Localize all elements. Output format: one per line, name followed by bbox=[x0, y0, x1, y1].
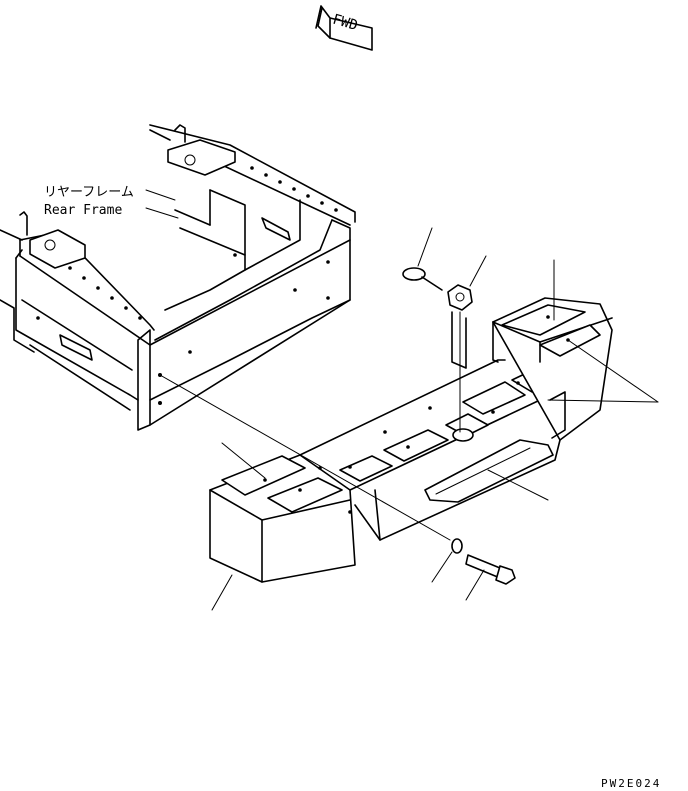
lifting-eye bbox=[447, 284, 473, 369]
rear-frame-label-en: Rear Frame bbox=[44, 203, 122, 218]
rear-frame-label-jp: リヤーフレーム bbox=[44, 185, 134, 200]
counterweight bbox=[209, 297, 613, 583]
assembly-lines bbox=[159, 311, 659, 541]
rear-frame bbox=[0, 124, 356, 431]
part-code: PW2E024 bbox=[601, 777, 661, 790]
pin bbox=[402, 267, 443, 291]
callout-leaders bbox=[211, 227, 555, 611]
washer bbox=[451, 538, 463, 554]
fwd-label: FWD bbox=[331, 12, 360, 34]
frame-holes bbox=[36, 166, 338, 405]
forward-arrow-icon: FWD bbox=[315, 5, 373, 51]
rear-frame-label: リヤーフレーム Rear Frame bbox=[44, 185, 179, 219]
bolt bbox=[465, 554, 516, 585]
